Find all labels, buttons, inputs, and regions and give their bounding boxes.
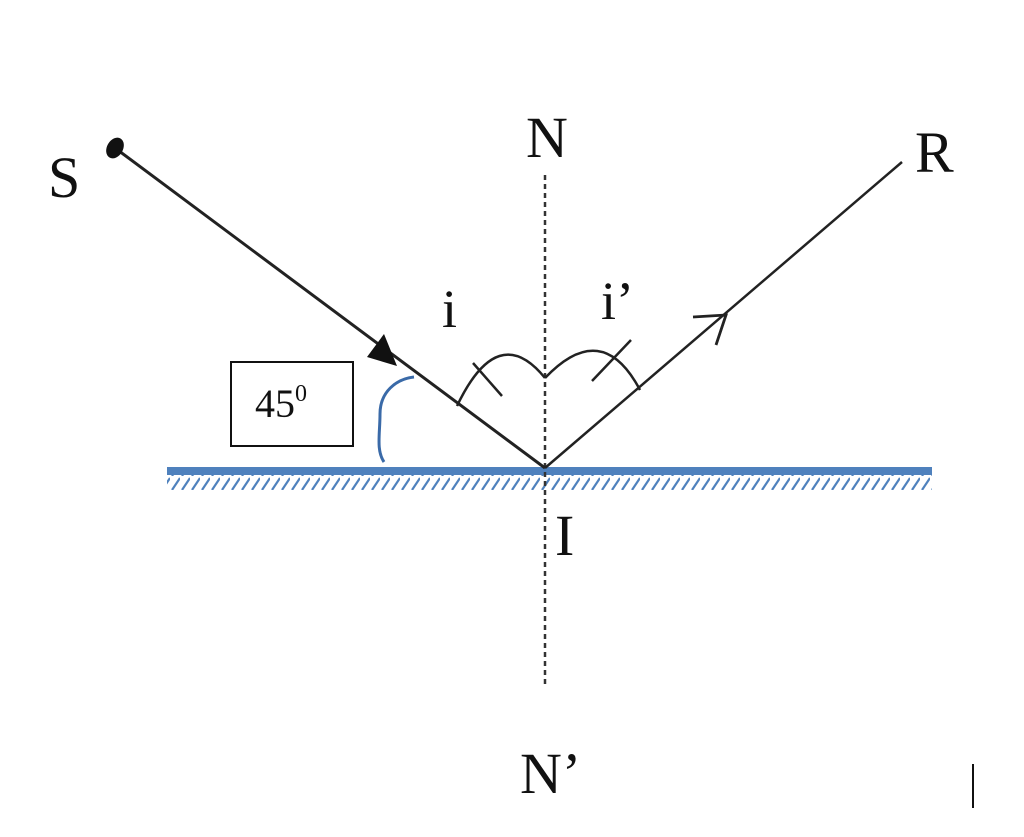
incident-arrowhead xyxy=(367,334,397,366)
angle-arcs xyxy=(455,339,642,407)
incident-ray xyxy=(106,137,546,470)
angle-i-tick xyxy=(472,362,503,397)
source-point xyxy=(106,137,124,159)
mirror-surface xyxy=(167,467,932,475)
angle-i-arc xyxy=(455,353,546,407)
angle-i-prime-tick xyxy=(591,339,632,382)
angle-box-text: 450 xyxy=(255,381,307,426)
label-reflection-angle: i’ xyxy=(601,271,634,331)
angle-box-frame xyxy=(230,361,354,447)
label-reflected: R xyxy=(915,120,954,185)
label-normal-top: N xyxy=(526,105,568,170)
label-source: S xyxy=(48,145,80,210)
incident-ray-line xyxy=(114,146,546,470)
angle-box-superscript: 0 xyxy=(295,381,307,407)
text-cursor xyxy=(972,764,974,808)
label-incidence-point: I xyxy=(555,503,574,568)
reflected-arrowhead xyxy=(692,313,728,346)
angle-box-value: 45 xyxy=(255,381,295,426)
reflected-ray xyxy=(544,161,903,469)
mirror xyxy=(167,467,932,491)
label-incidence-angle: i xyxy=(442,279,457,339)
angle-45-bracket xyxy=(377,375,415,463)
angle-box: 450 xyxy=(230,361,354,447)
mirror-hatching xyxy=(167,475,932,491)
angle-i-prime-arc xyxy=(544,349,642,391)
label-normal-bottom: N’ xyxy=(520,741,581,806)
